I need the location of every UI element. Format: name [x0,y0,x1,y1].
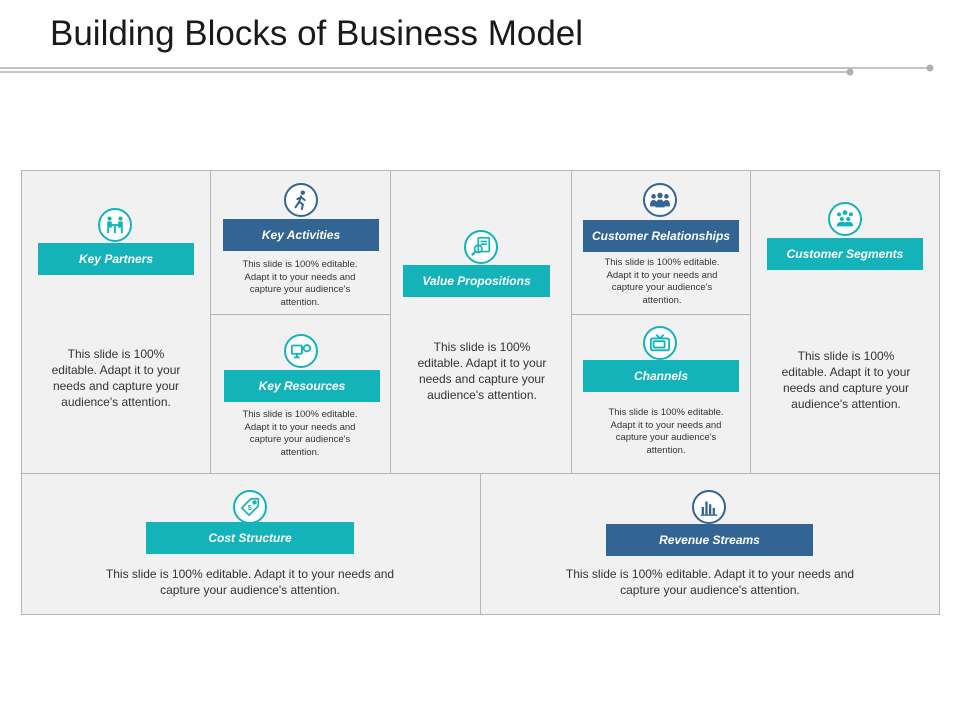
magnifier-document-icon [464,230,498,264]
key-activities-description: This slide is 100% editable. Adapt it to… [242,259,358,308]
key-resources-description: This slide is 100% editable. Adapt it to… [242,409,358,458]
channels-label: Channels [583,360,739,392]
revenue-streams-label: Revenue Streams [606,524,813,556]
customer-segments-label: Customer Segments [767,238,923,270]
television-icon [643,326,677,360]
title-underline [0,64,934,76]
value-propositions-description: This slide is 100% editable. Adapt it to… [417,340,547,402]
monitor-resource-icon [284,334,318,368]
channels-description: This slide is 100% editable. Adapt it to… [608,407,724,456]
cost-structure-label: Cost Structure [146,522,354,554]
cost-structure-description: This slide is 100% editable. Adapt it to… [105,567,395,597]
value-propositions-panel [390,170,572,474]
svg-text:$: $ [248,503,252,512]
running-person-icon [284,183,318,217]
value-propositions-label: Value Propositions [403,265,550,297]
slide-title: Building Blocks of Business Model [50,14,584,53]
key-resources-label: Key Resources [224,370,380,402]
handshake-meeting-icon [98,208,132,242]
customer-segments-description: This slide is 100% editable. Adapt it to… [781,349,911,411]
crowd-icon [828,202,862,236]
customer-relationships-description: This slide is 100% editable. Adapt it to… [604,257,720,306]
key-partners-description: This slide is 100% editable. Adapt it to… [51,347,181,409]
key-partners-label: Key Partners [38,243,194,275]
price-tag-icon: $ [233,490,267,524]
people-group-icon [643,183,677,217]
revenue-streams-description: This slide is 100% editable. Adapt it to… [565,567,855,597]
key-activities-label: Key Activities [223,219,379,251]
revenue-chart-icon [692,490,726,524]
customer-relationships-label: Customer Relationships [583,220,739,252]
